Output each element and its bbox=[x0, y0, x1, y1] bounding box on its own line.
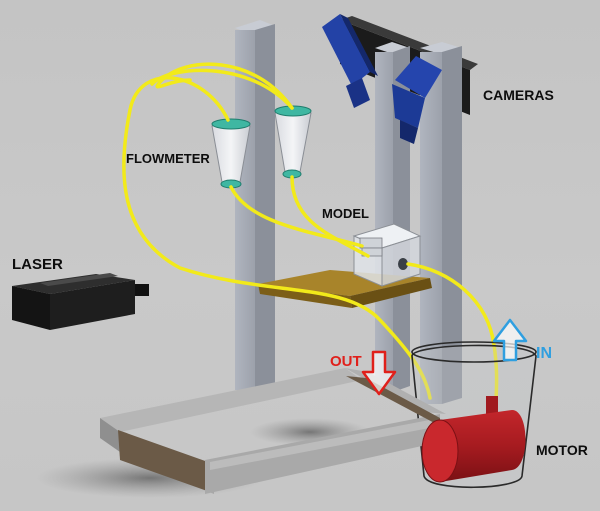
label-cameras: CAMERAS bbox=[483, 87, 554, 103]
tubing bbox=[122, 62, 499, 402]
column-right bbox=[420, 42, 462, 404]
label-flowmeter: FLOWMETER bbox=[126, 151, 210, 166]
out-arrow-icon bbox=[361, 350, 397, 396]
model-block bbox=[352, 223, 422, 287]
label-out: OUT bbox=[330, 353, 362, 370]
label-in: IN bbox=[536, 345, 552, 362]
label-laser: LASER bbox=[12, 256, 63, 273]
label-model: MODEL bbox=[322, 206, 369, 221]
motor bbox=[421, 396, 526, 483]
camera-right bbox=[392, 56, 442, 144]
label-motor: MOTOR bbox=[536, 442, 588, 458]
in-arrow-icon bbox=[492, 318, 528, 362]
base-frame bbox=[100, 368, 446, 494]
flowmeter-right bbox=[274, 105, 312, 179]
camera-left bbox=[322, 14, 378, 108]
laser bbox=[12, 273, 149, 330]
